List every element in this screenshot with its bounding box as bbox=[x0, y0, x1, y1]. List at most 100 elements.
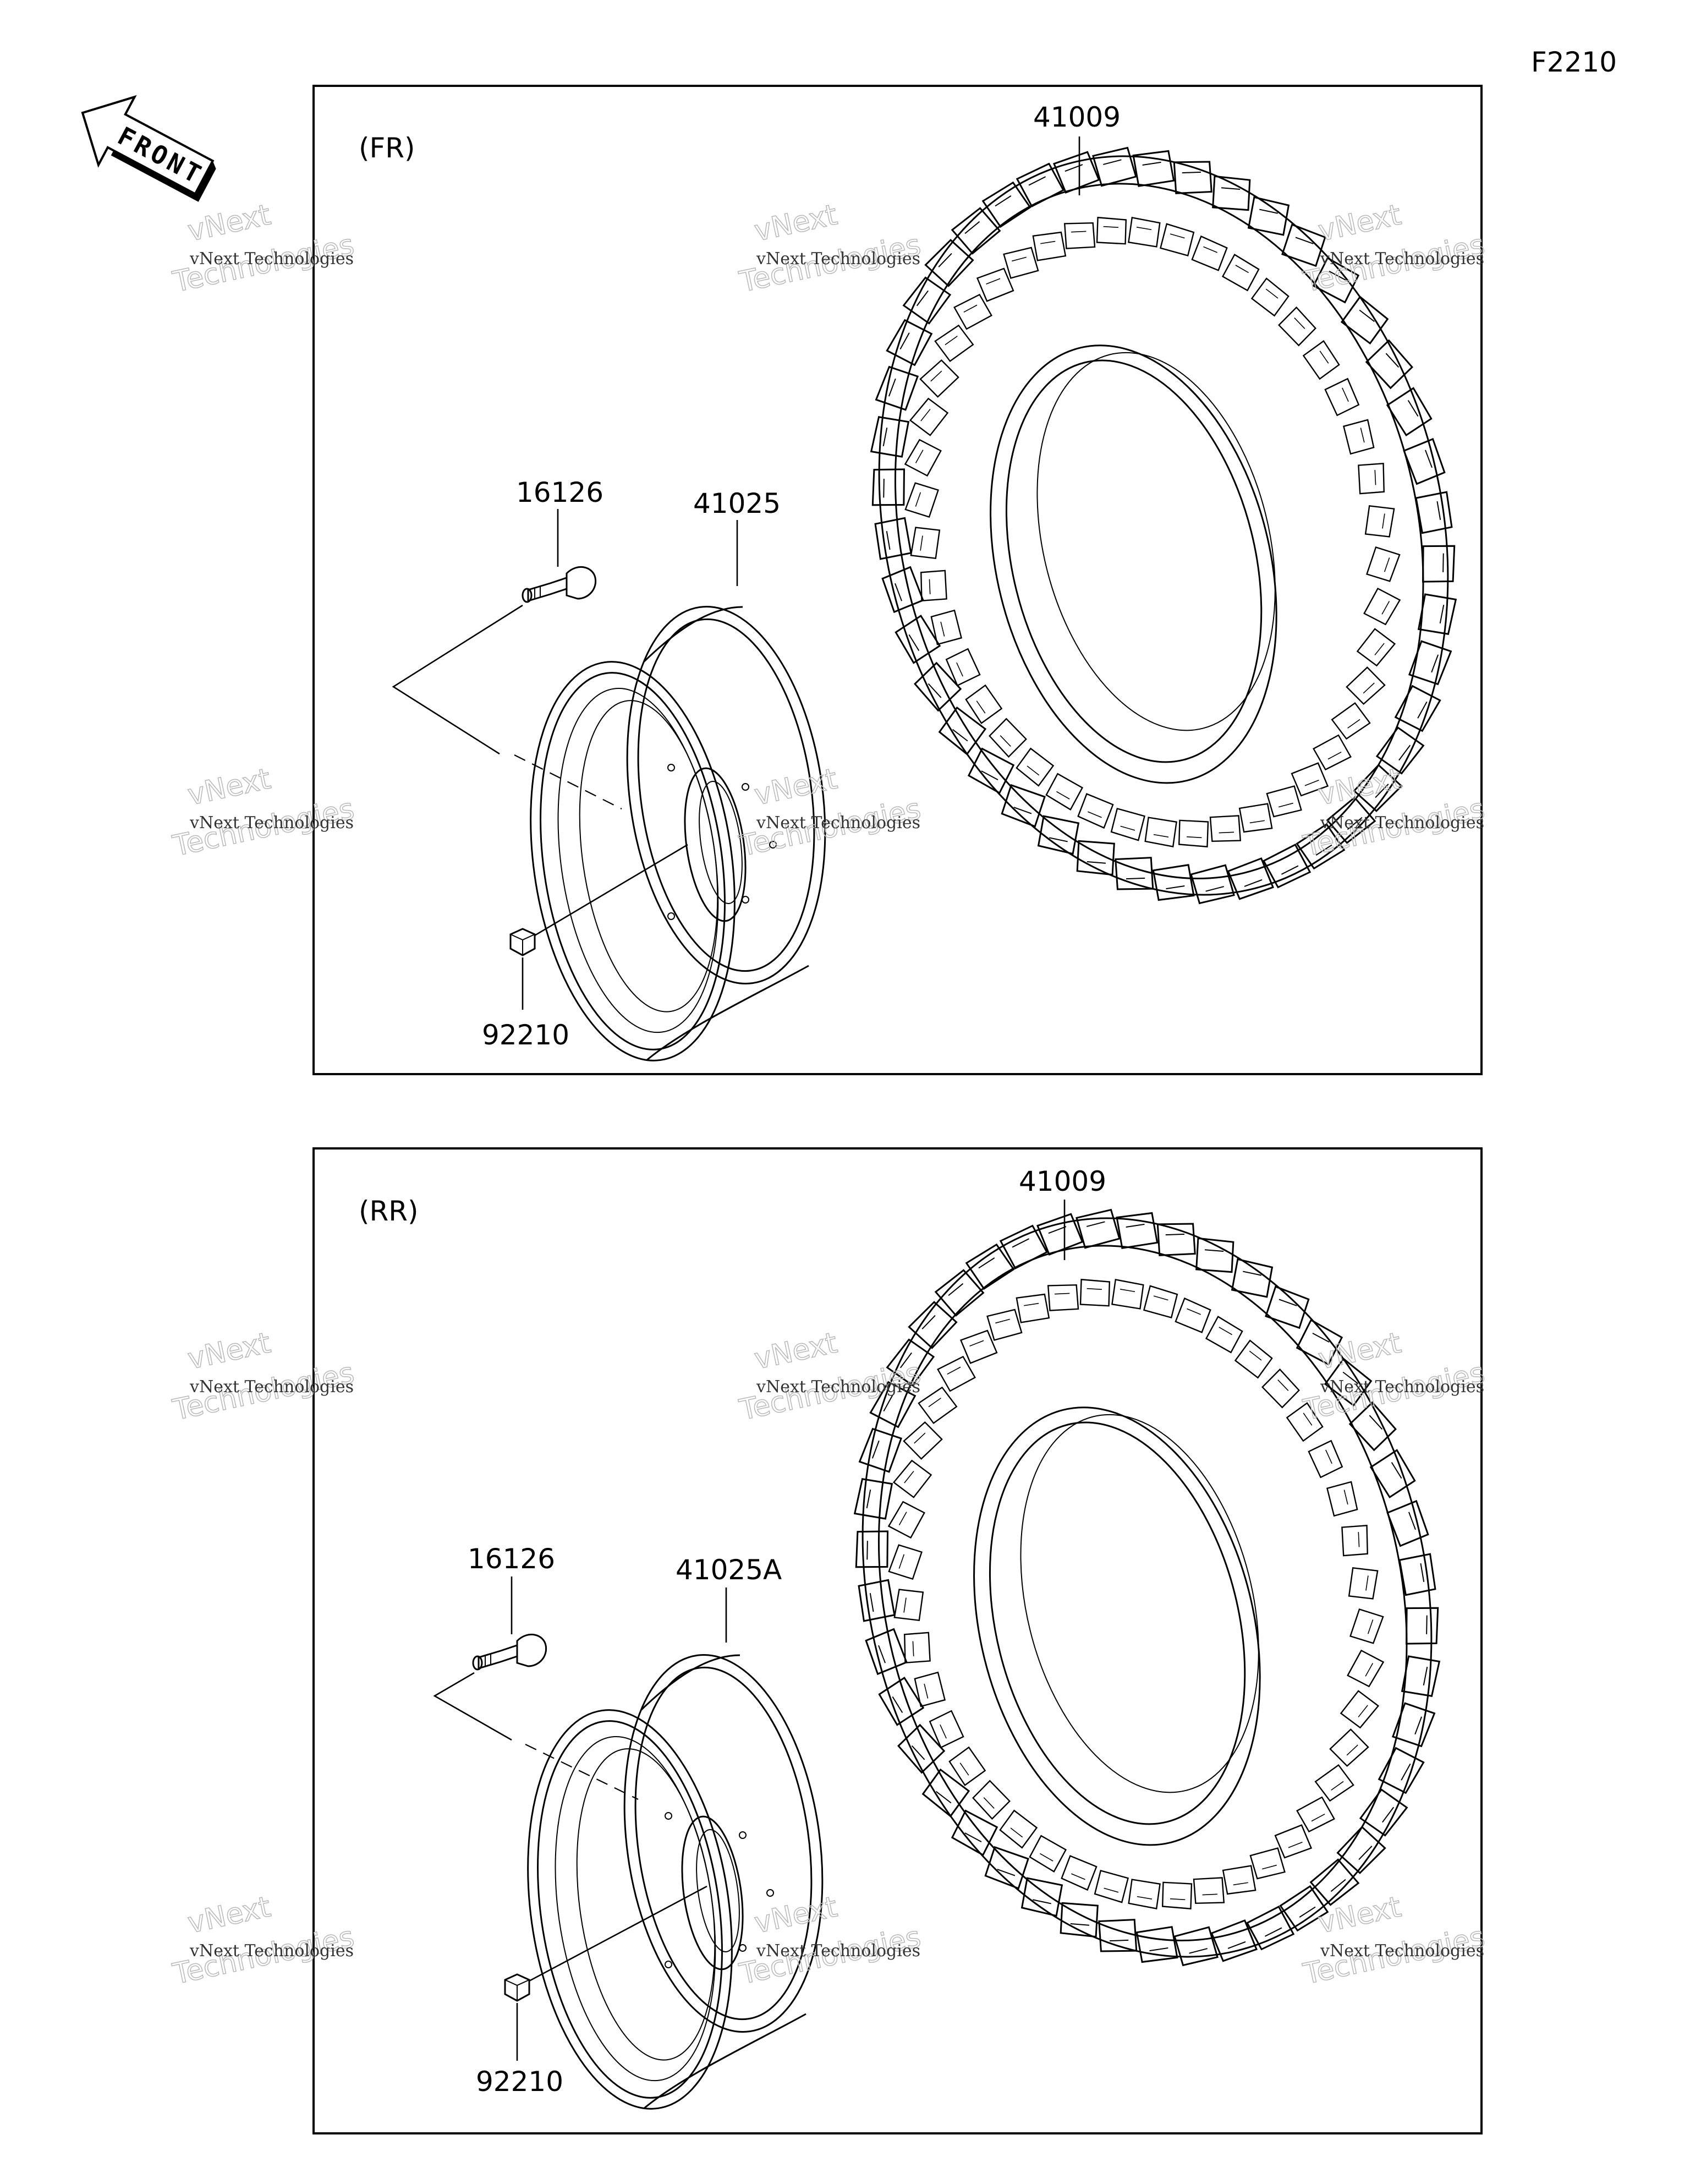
tread-lug bbox=[868, 464, 909, 510]
tread-lug bbox=[1261, 842, 1312, 890]
part-number-tire[interactable]: 41009 bbox=[1019, 1165, 1106, 1197]
tread-lug bbox=[867, 412, 914, 462]
tread-lug bbox=[1140, 1283, 1182, 1322]
tread-lug bbox=[998, 1223, 1050, 1271]
tread-lug bbox=[1141, 813, 1181, 850]
watermark-text: vNext Technologies bbox=[189, 813, 354, 833]
valve-stem-16126 bbox=[472, 1633, 547, 1671]
part-number-valve[interactable]: 16126 bbox=[468, 1543, 555, 1575]
tread-lug bbox=[1295, 1795, 1336, 1834]
tread-lug bbox=[1261, 1283, 1314, 1333]
tread-lug bbox=[1401, 1603, 1442, 1649]
watermark-text: vNext bbox=[185, 763, 273, 812]
tread-lug bbox=[1191, 1234, 1239, 1278]
tread-lug bbox=[902, 479, 942, 521]
tread-lug bbox=[1002, 246, 1040, 280]
tread-lug bbox=[1208, 813, 1243, 844]
tread-lug bbox=[986, 716, 1029, 759]
tread-lug bbox=[851, 1474, 897, 1524]
valve-stem-16126 bbox=[522, 566, 597, 603]
watermark-text: vNext Technologies bbox=[1320, 1377, 1484, 1397]
tread-lug bbox=[918, 568, 950, 604]
tread-lug bbox=[1388, 1698, 1439, 1751]
tread-lug bbox=[1342, 419, 1375, 455]
tread-lug bbox=[1326, 1481, 1359, 1517]
tread-lug bbox=[1418, 541, 1459, 587]
tread-lug bbox=[1259, 1367, 1302, 1410]
tread-lug bbox=[945, 647, 982, 687]
tread-lug bbox=[1042, 770, 1086, 813]
tread-lug bbox=[880, 565, 925, 614]
tread-lug bbox=[1219, 251, 1263, 294]
panel-frame bbox=[312, 85, 1483, 1075]
tread-lug bbox=[1108, 1276, 1148, 1313]
section-label: (FR) bbox=[359, 132, 415, 164]
tread-lug bbox=[1404, 636, 1455, 689]
tread-lug bbox=[908, 523, 944, 563]
part-number-wheel[interactable]: 41025A bbox=[676, 1554, 782, 1586]
part-number-tire[interactable]: 41009 bbox=[1033, 101, 1121, 133]
tread-lug bbox=[1208, 172, 1255, 216]
page-code: F2210 bbox=[1531, 46, 1617, 78]
tread-lug bbox=[902, 436, 945, 479]
part-number-valve[interactable]: 16126 bbox=[516, 477, 603, 508]
part-number-nut[interactable]: 92210 bbox=[476, 2066, 563, 2098]
tread-lug bbox=[947, 1806, 1002, 1859]
part-number-wheel[interactable]: 41025 bbox=[693, 488, 781, 519]
tread-lug bbox=[1249, 1847, 1286, 1880]
tread-lug bbox=[933, 323, 976, 364]
tread-lug bbox=[952, 292, 994, 331]
tread-lug bbox=[1361, 501, 1397, 541]
tire-41009 bbox=[786, 1156, 1508, 2019]
watermark-text: vNext Technologies bbox=[189, 1941, 354, 1961]
tread-lug bbox=[908, 395, 951, 439]
tread-lug bbox=[1232, 1338, 1275, 1381]
tread-lug bbox=[1112, 854, 1156, 893]
tread-lug bbox=[936, 1354, 977, 1393]
tread-lug bbox=[918, 357, 962, 400]
tread-lug bbox=[855, 1424, 906, 1477]
tread-lug bbox=[1343, 664, 1387, 707]
watermark-text: vNext Technologies bbox=[189, 1377, 354, 1397]
tread-lug bbox=[1013, 745, 1057, 789]
tread-lug bbox=[1356, 461, 1387, 496]
tread-lug bbox=[964, 744, 1018, 797]
tread-lug bbox=[1385, 1499, 1430, 1548]
watermark-text: vNext bbox=[1315, 1327, 1404, 1376]
tread-lug bbox=[1045, 1282, 1081, 1313]
watermark-text: vNext Technologies bbox=[189, 249, 354, 269]
part-number-nut[interactable]: 92210 bbox=[482, 1019, 569, 1051]
watermark-text: vNext Technologies bbox=[756, 813, 920, 833]
assembly-line bbox=[514, 754, 622, 809]
tread-lug bbox=[1032, 231, 1067, 261]
tread-lug bbox=[1156, 221, 1198, 260]
tread-lug bbox=[1344, 1647, 1386, 1690]
tread-lug bbox=[1124, 1875, 1164, 1912]
tread-lug bbox=[883, 315, 936, 370]
tread-lug bbox=[874, 517, 912, 560]
tread-lug bbox=[1265, 785, 1303, 818]
tread-lug bbox=[1076, 1276, 1114, 1310]
tread-lug bbox=[891, 1585, 928, 1625]
tread-lug bbox=[1402, 437, 1447, 486]
tread-lug bbox=[1016, 1293, 1050, 1323]
tread-lug bbox=[1090, 1866, 1132, 1906]
watermark-text: vNext bbox=[185, 1327, 273, 1376]
tread-lug bbox=[917, 1385, 959, 1426]
tread-lug bbox=[872, 362, 923, 415]
tread-lug bbox=[1057, 1852, 1100, 1893]
tread-lug bbox=[1093, 214, 1131, 248]
watermark-text: vNext bbox=[1315, 199, 1404, 248]
tread-lug bbox=[1015, 161, 1066, 209]
watermark-text: vNext Technologies bbox=[1320, 249, 1484, 269]
leader-line bbox=[433, 1672, 512, 1741]
tread-lug bbox=[1276, 305, 1319, 348]
assembly-line bbox=[525, 1744, 639, 1800]
tread-lug bbox=[1360, 585, 1403, 628]
